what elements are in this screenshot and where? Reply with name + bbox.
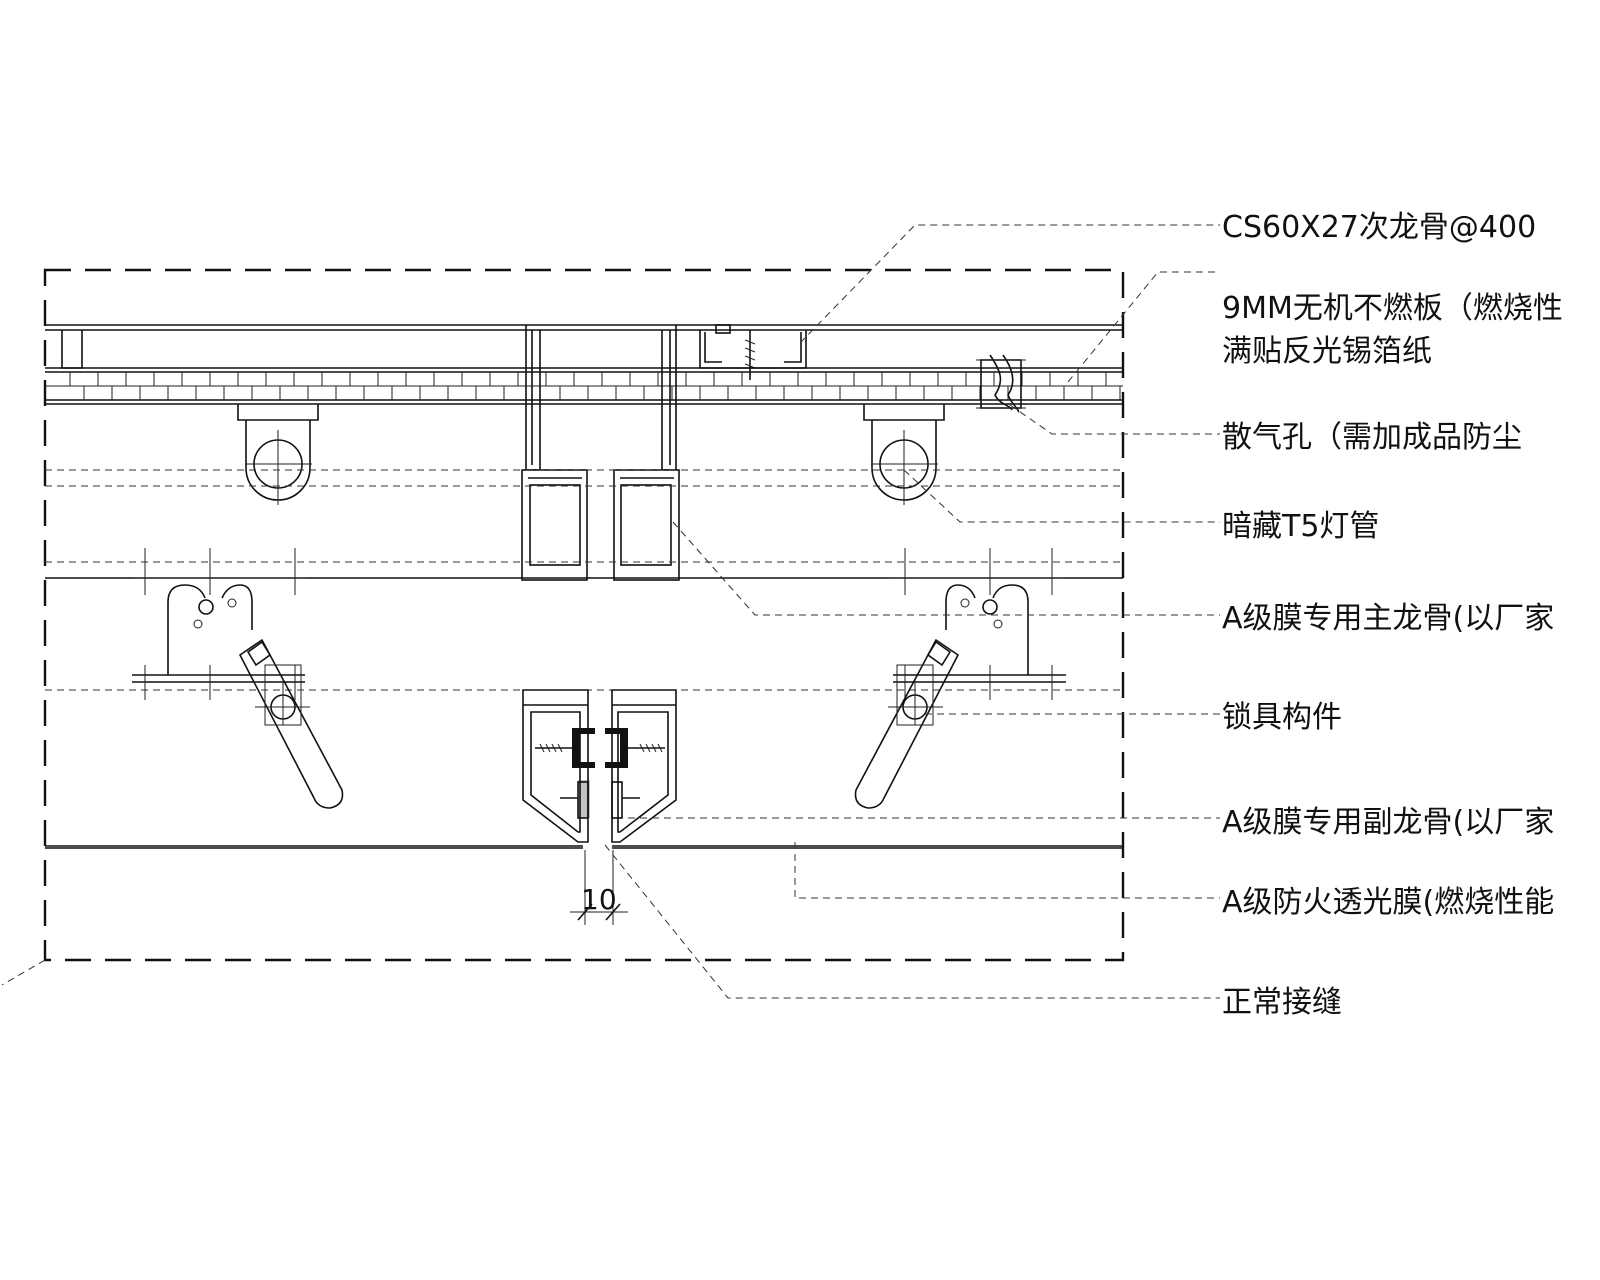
label-joint: 正常接缝	[1222, 985, 1342, 1020]
label-lock: 锁具构件	[1222, 700, 1342, 735]
label-sub-keel: A级膜专用副龙骨(以厂家	[1222, 805, 1554, 840]
leader-lines	[604, 224, 1220, 999]
secondary-keel-strip	[45, 324, 1123, 380]
label-board-line1: 9MM无机不燃板（燃烧性	[1222, 291, 1563, 326]
detail-boundary	[43, 268, 1125, 962]
vent-hole	[976, 354, 1026, 413]
label-main-keel: A级膜专用主龙骨(以厂家	[1222, 601, 1554, 636]
gap-dimension-text: 10	[581, 883, 617, 916]
label-membrane: A级防火透光膜(燃烧性能	[1222, 885, 1554, 920]
callout-labels: CS60X27次龙骨@400 9MM无机不燃板（燃烧性 满贴反光锡箔纸 散气孔（…	[1222, 210, 1563, 1020]
sub-keel-center	[522, 689, 677, 843]
label-cs-keel: CS60X27次龙骨@400	[1222, 210, 1536, 245]
lock-hanger-right	[854, 548, 1066, 809]
label-t5-tube: 暗藏T5灯管	[1222, 509, 1379, 544]
t5-lamp-left	[237, 404, 319, 505]
gap-dimension: 10	[570, 850, 628, 925]
label-board-line2: 满贴反光锡箔纸	[1222, 334, 1432, 369]
fireproof-board	[45, 367, 1123, 405]
t5-lamp-right	[863, 404, 945, 505]
detail-leader-diagonal	[1, 959, 46, 986]
label-vent: 散气孔（需加成品防尘	[1222, 420, 1522, 455]
lock-hanger-left	[132, 548, 344, 809]
main-keel-center	[521, 325, 680, 581]
